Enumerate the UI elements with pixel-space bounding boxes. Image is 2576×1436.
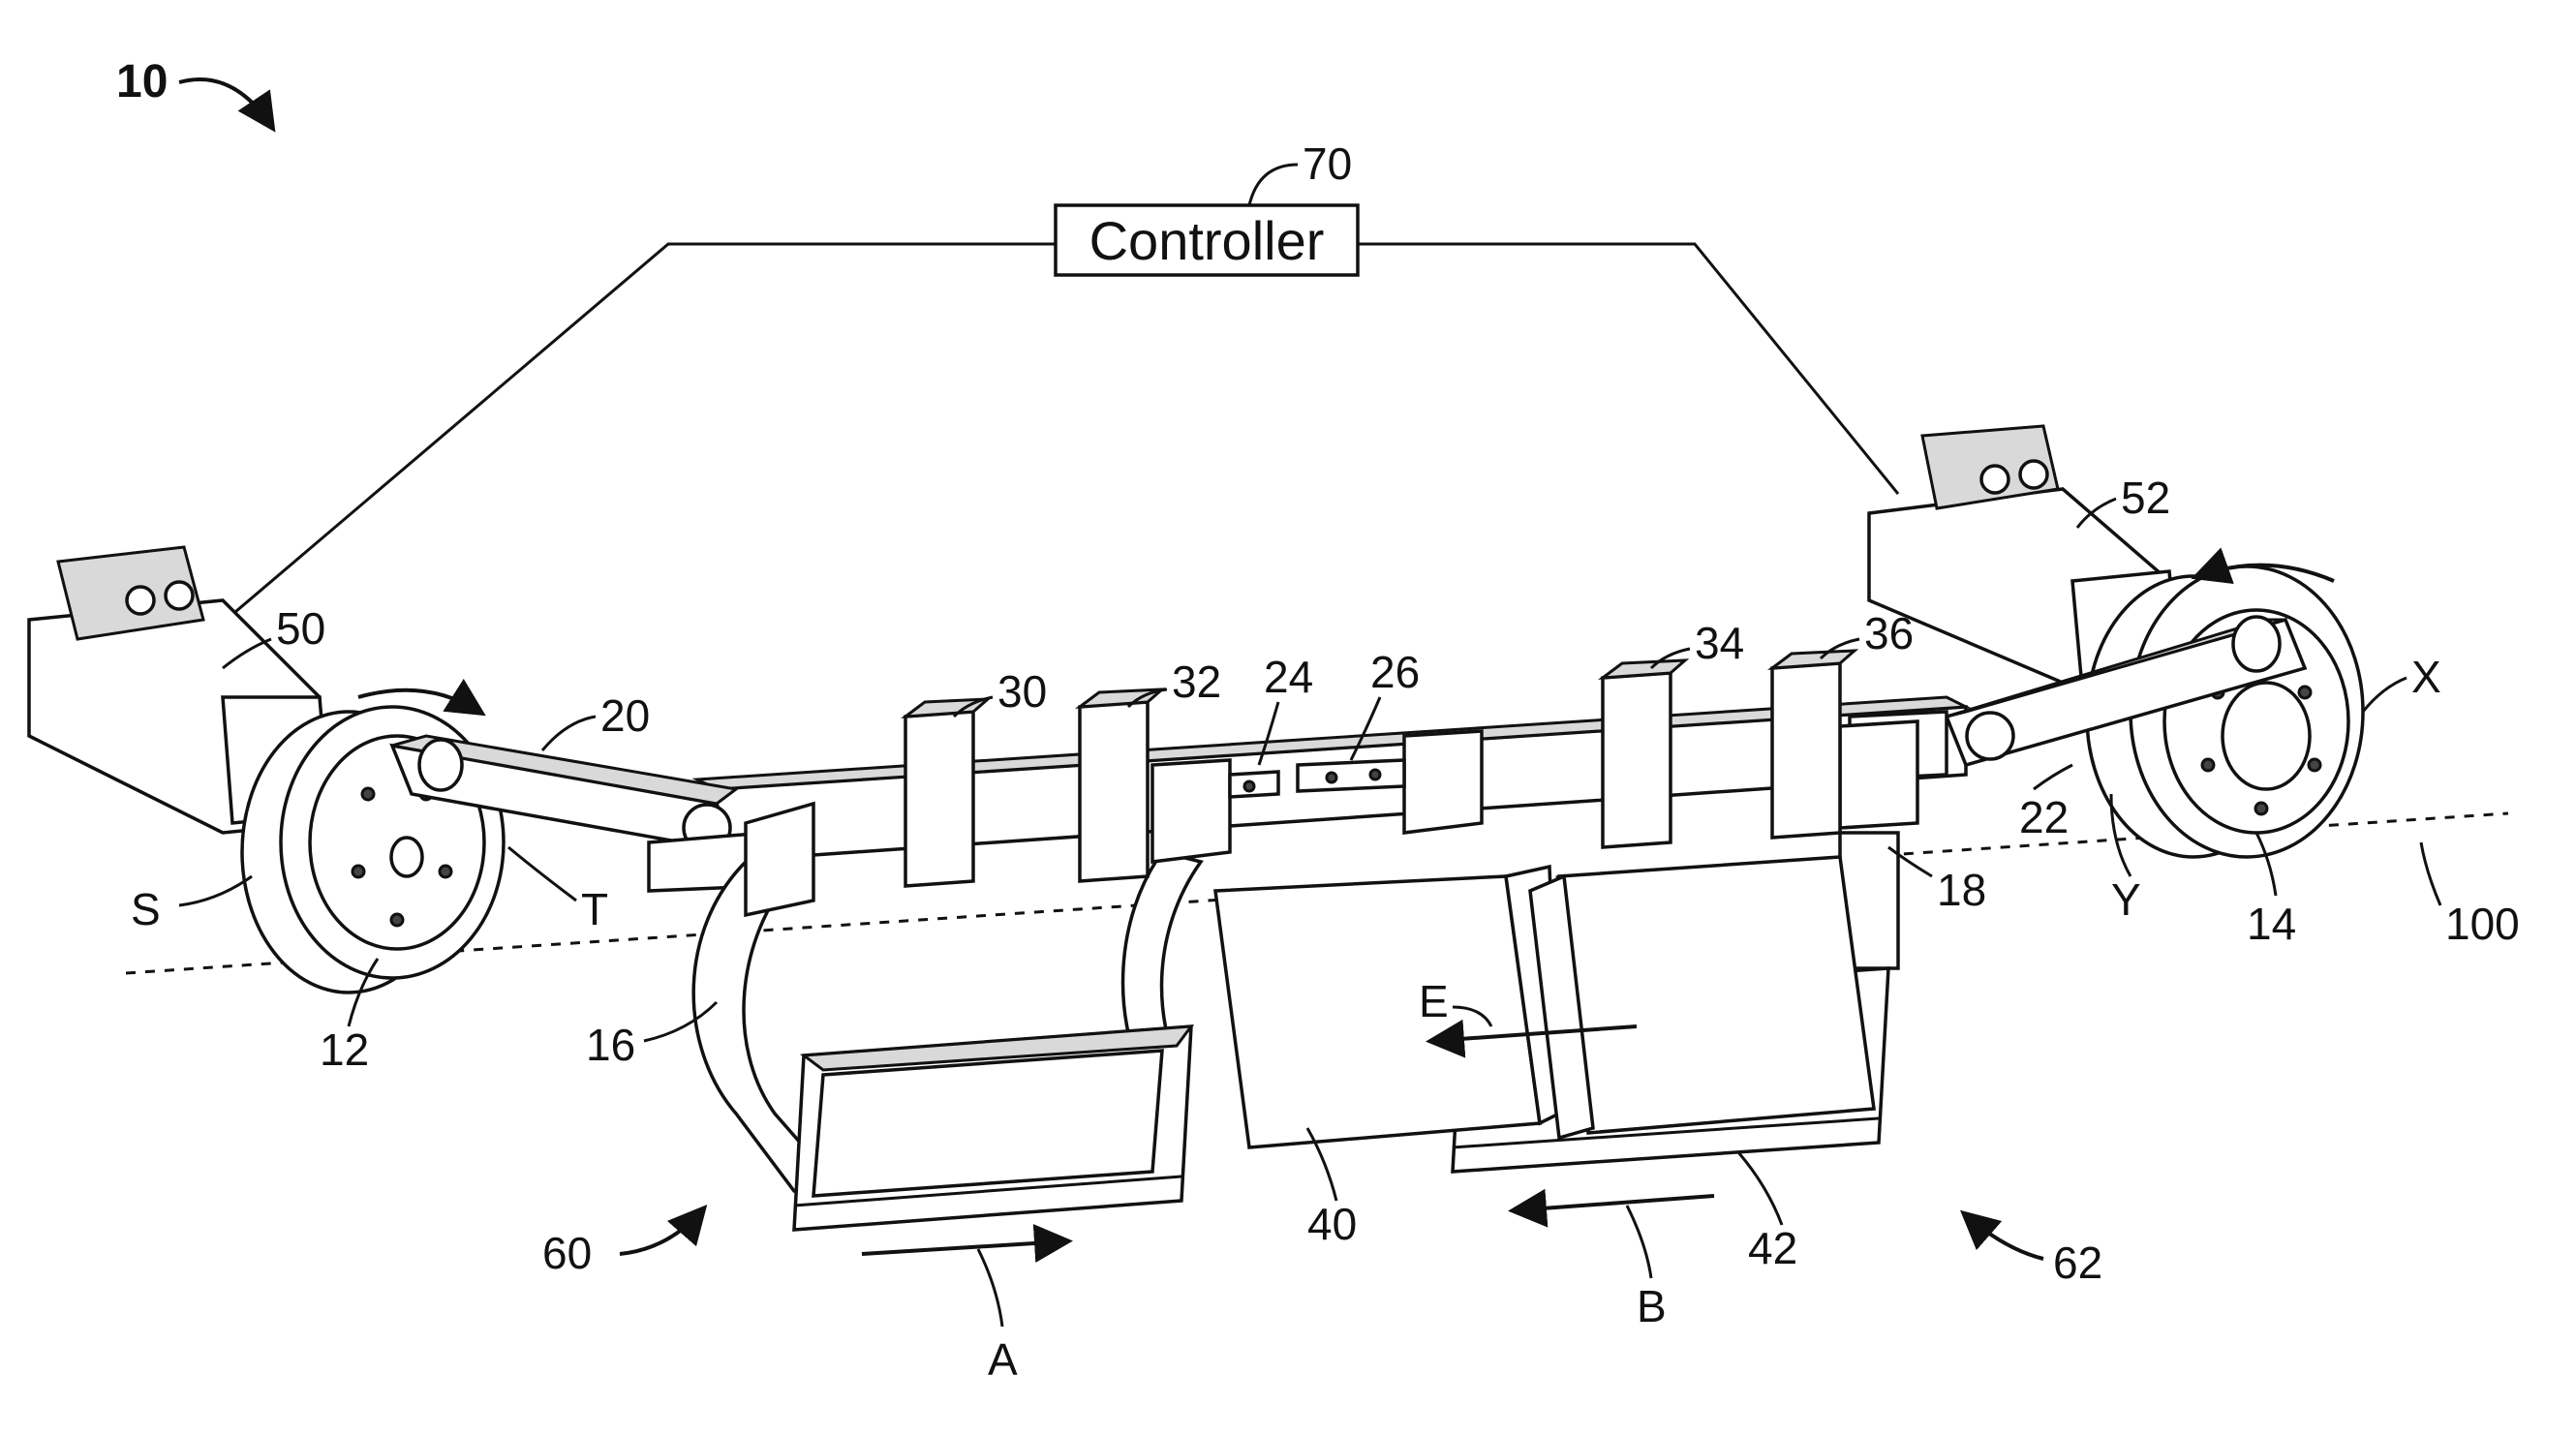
label-system: 10 xyxy=(116,56,168,107)
wheel-left-bolt xyxy=(391,914,403,926)
arrow-station-60 xyxy=(620,1210,702,1254)
plate-42-face xyxy=(1559,857,1874,1133)
plate-40 xyxy=(1215,867,1559,1147)
label-clamp-34: 34 xyxy=(1695,618,1744,668)
bar-26-hole xyxy=(1327,773,1336,782)
label-rail-16: 16 xyxy=(586,1020,635,1070)
label-plate-40: 40 xyxy=(1307,1199,1357,1249)
clamp-36-top xyxy=(1772,651,1855,668)
bar-26 xyxy=(1298,760,1404,791)
label-bar-24: 24 xyxy=(1264,652,1313,702)
label-bar-26: 26 xyxy=(1370,647,1420,697)
arm-left-pin xyxy=(419,740,462,790)
leader-plate-42 xyxy=(1738,1152,1782,1225)
bar-24-hole xyxy=(1244,781,1254,791)
motor-left-port-2 xyxy=(166,582,193,609)
motor-right-port-2 xyxy=(2020,461,2047,488)
plate-40-face xyxy=(1215,876,1540,1147)
block-left-end xyxy=(746,804,813,915)
label-wheel-left: 12 xyxy=(320,1024,369,1075)
tray-60-inner xyxy=(813,1051,1162,1196)
clamp-34-body xyxy=(1603,673,1671,847)
label-T: T xyxy=(581,884,608,934)
arm-right-bolt xyxy=(1967,713,2013,759)
label-rail-18: 18 xyxy=(1937,865,1986,915)
motor-right-port-1 xyxy=(1981,466,2009,493)
wheel-right-hub xyxy=(2223,683,2310,789)
clamp-36-body xyxy=(1772,663,1840,838)
leader-arm-left xyxy=(542,717,596,750)
arm-right-pin xyxy=(2233,617,2280,671)
label-station-60: 60 xyxy=(542,1228,592,1278)
wheel-right-bolt xyxy=(2299,687,2311,698)
label-B: B xyxy=(1637,1281,1667,1331)
label-station-62: 62 xyxy=(2053,1237,2102,1288)
wheel-left-hub xyxy=(391,838,422,876)
wheel-right-bolt xyxy=(2255,803,2267,814)
leader-arm-right xyxy=(2034,765,2072,789)
station-60 xyxy=(794,1026,1191,1230)
label-clamp-36: 36 xyxy=(1864,608,1914,658)
label-X: X xyxy=(2411,652,2441,702)
label-motor-left: 50 xyxy=(276,603,325,654)
block-mid-right xyxy=(1404,731,1482,833)
label-Y: Y xyxy=(2111,874,2141,925)
label-axis-line: 100 xyxy=(2445,899,2520,949)
arrow-B xyxy=(1516,1196,1714,1210)
label-arm-right: 22 xyxy=(2019,792,2069,842)
leader-S xyxy=(179,876,252,905)
label-arm-left: 20 xyxy=(600,690,650,741)
clamp-30-body xyxy=(905,712,973,886)
block-mid-left xyxy=(1152,760,1230,862)
wheel-right-bolt xyxy=(2309,759,2320,771)
label-E: E xyxy=(1419,976,1449,1026)
label-A: A xyxy=(988,1334,1018,1385)
label-S: S xyxy=(131,884,161,934)
label-clamp-32: 32 xyxy=(1172,657,1221,707)
system-ref: 10 xyxy=(116,56,271,126)
leader-B xyxy=(1627,1206,1651,1278)
block-right-end xyxy=(1840,721,1917,828)
arrow-A xyxy=(862,1241,1065,1254)
controller-leader xyxy=(1249,165,1298,205)
plate-42 xyxy=(1530,857,1874,1138)
label-controller: 70 xyxy=(1303,138,1352,189)
bar-26-hole xyxy=(1370,770,1380,779)
label-motor-right: 52 xyxy=(2121,473,2170,523)
leader-A xyxy=(978,1249,1002,1327)
clamp-34-top xyxy=(1603,660,1685,678)
label-wheel-right: 14 xyxy=(2247,899,2296,949)
wheel-left-bolt xyxy=(353,866,364,877)
leader-T xyxy=(508,847,576,901)
controller: Controller 70 xyxy=(203,138,1898,639)
wheel-right-bolt xyxy=(2202,759,2214,771)
clamp-32-body xyxy=(1080,702,1148,881)
arrow-station-62 xyxy=(1966,1215,2043,1259)
label-clamp-30: 30 xyxy=(997,666,1047,717)
wire-left xyxy=(203,244,1056,639)
leader-axis-line xyxy=(2421,842,2440,905)
wheel-left-bolt xyxy=(362,788,374,800)
system-arrow xyxy=(179,79,271,126)
label-plate-42: 42 xyxy=(1748,1223,1797,1273)
controller-label: Controller xyxy=(1089,210,1325,271)
wheel-left-bolt xyxy=(440,866,451,877)
wire-right xyxy=(1358,244,1898,494)
leader-X xyxy=(2363,678,2407,712)
motor-left-port-1 xyxy=(127,587,154,614)
